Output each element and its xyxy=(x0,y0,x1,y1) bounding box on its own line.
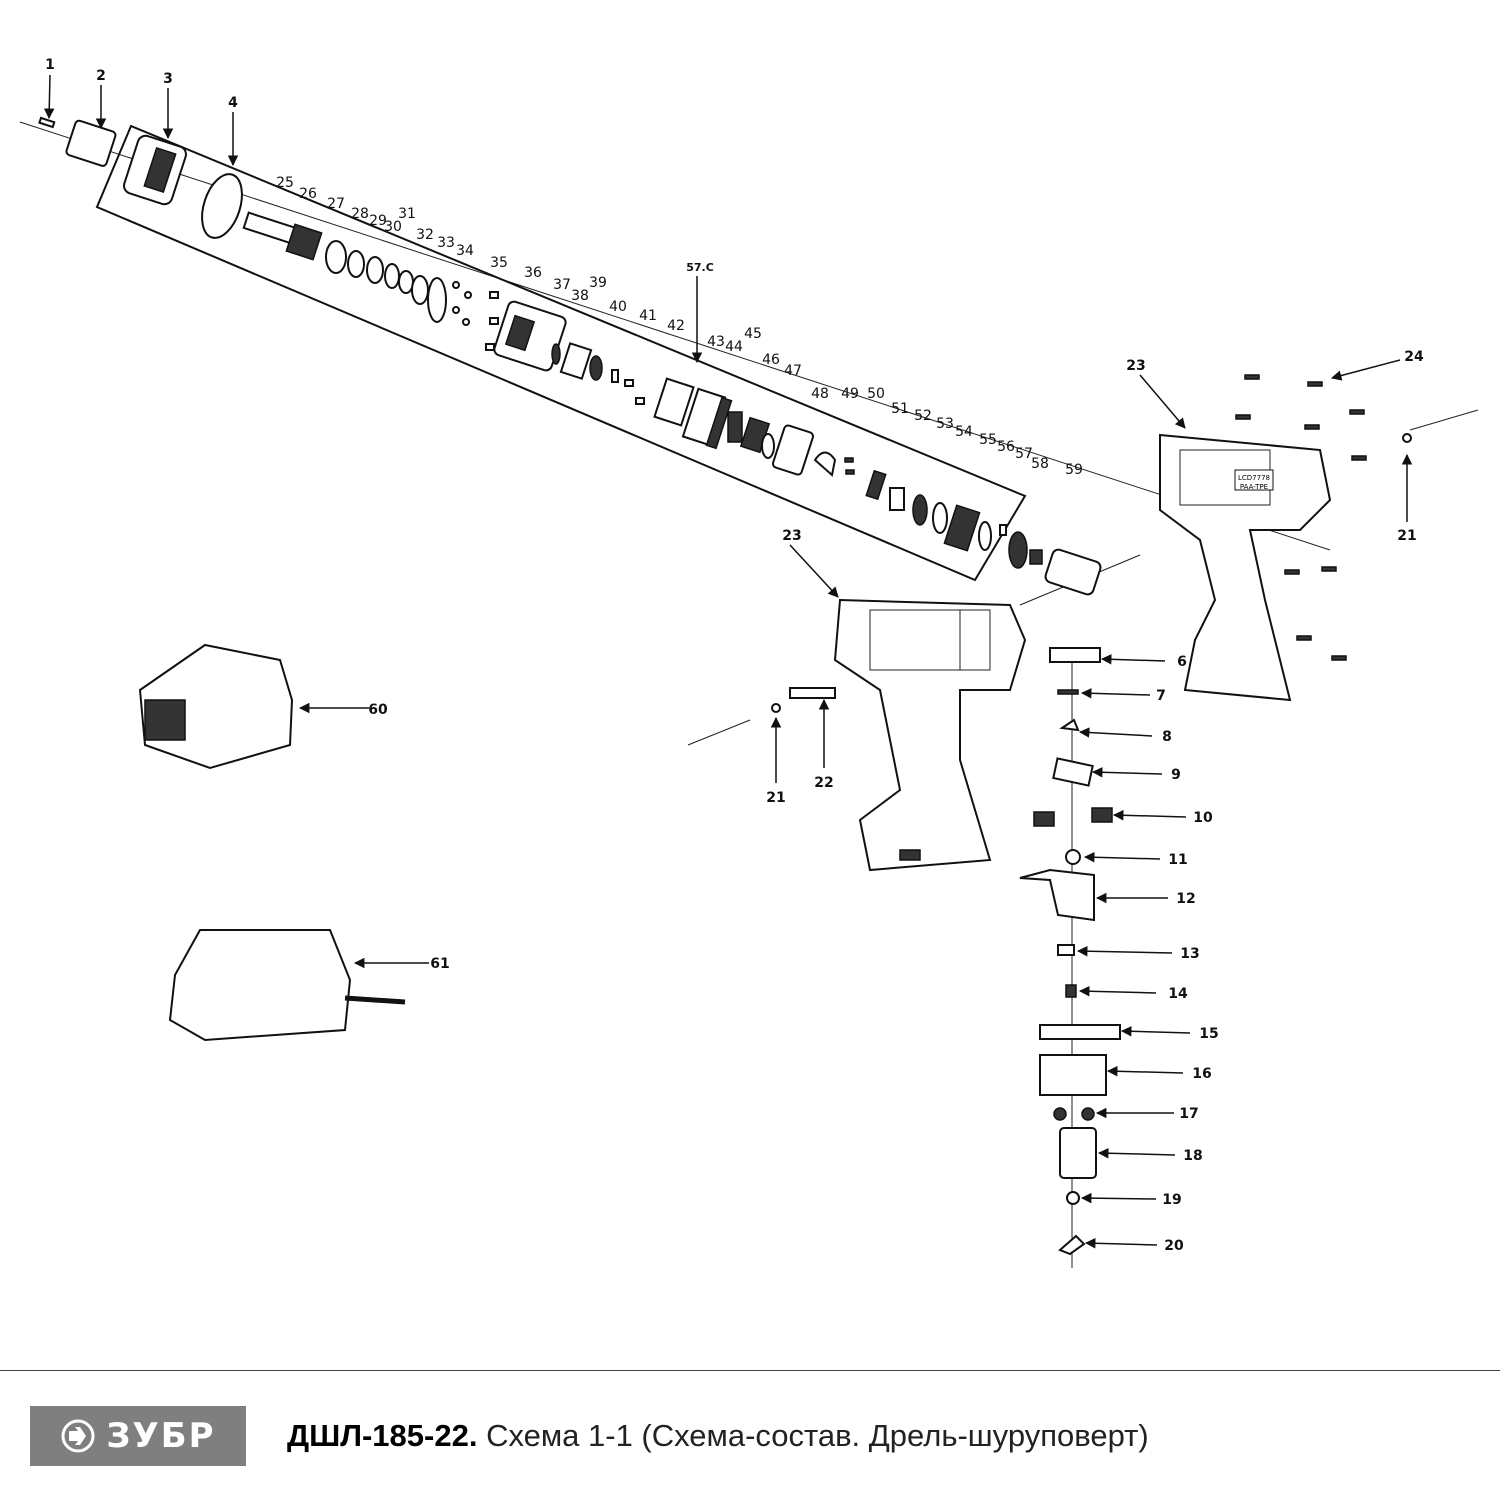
callout-60: 60 xyxy=(368,702,388,718)
callout-31: 31 xyxy=(398,206,416,222)
callout-4: 4 xyxy=(228,95,238,111)
callout-40: 40 xyxy=(609,299,627,315)
callout-1: 1 xyxy=(45,57,55,73)
exploded-parts-diagram: LCD7778 PAA-TPE xyxy=(19,57,1479,1268)
footer-caption: ДШЛ-185-22. Схема 1-1 (Схема-состав. Дре… xyxy=(287,1418,1149,1454)
callout-52: 52 xyxy=(914,408,932,424)
housing-label-top: LCD7778 xyxy=(1238,474,1270,482)
callout-numbers: 1 2 3 4 6 7 8 9 10 11 12 13 14 15 16 17 … xyxy=(45,57,1424,1254)
motor-parts xyxy=(999,524,1102,596)
screws xyxy=(771,374,1412,713)
callout-43: 43 xyxy=(707,334,725,350)
callout-39: 39 xyxy=(589,275,607,291)
callout-35: 35 xyxy=(490,255,508,271)
leader-lines xyxy=(43,74,1413,1249)
callout-49: 49 xyxy=(841,386,859,402)
callout-27: 27 xyxy=(327,196,345,212)
callout-38: 38 xyxy=(571,288,589,304)
callout-46: 46 xyxy=(762,352,780,368)
callout-21-right: 21 xyxy=(1397,528,1416,544)
callout-36: 36 xyxy=(524,265,542,281)
callout-19: 19 xyxy=(1162,1192,1181,1208)
spindle-parts xyxy=(242,211,472,326)
housing-right-half: LCD7778 PAA-TPE xyxy=(1159,433,1332,702)
footer-divider xyxy=(0,1370,1500,1371)
gearbox-frame xyxy=(95,124,1027,582)
callout-21-left: 21 xyxy=(766,790,785,806)
brand-logo: ЗУБР xyxy=(30,1406,246,1466)
brand-arrow-icon xyxy=(61,1419,95,1453)
callout-44: 44 xyxy=(725,339,743,355)
callout-15: 15 xyxy=(1199,1026,1218,1042)
callout-24: 24 xyxy=(1404,349,1424,365)
callout-10: 10 xyxy=(1193,810,1213,826)
callout-18: 18 xyxy=(1183,1148,1202,1164)
callout-57c: 57.C xyxy=(686,261,714,274)
brand-name: ЗУБР xyxy=(106,1416,216,1456)
callout-26: 26 xyxy=(299,186,317,202)
callout-16: 16 xyxy=(1192,1066,1211,1082)
callout-29: 29 xyxy=(369,213,387,229)
callout-57: 57 xyxy=(1015,446,1033,462)
callout-28: 28 xyxy=(351,206,369,222)
callout-33: 33 xyxy=(437,235,455,251)
callout-50: 50 xyxy=(867,386,885,402)
callout-30: 30 xyxy=(384,219,402,235)
callout-53: 53 xyxy=(936,416,954,432)
callout-47: 47 xyxy=(784,363,802,379)
callout-6: 6 xyxy=(1177,654,1187,670)
callout-51: 51 xyxy=(891,401,909,417)
callout-13: 13 xyxy=(1180,946,1199,962)
callout-48: 48 xyxy=(811,386,829,402)
charger xyxy=(168,929,406,1042)
callout-54: 54 xyxy=(955,424,973,440)
gear-parts xyxy=(611,369,992,552)
callout-12: 12 xyxy=(1176,891,1195,907)
callout-9: 9 xyxy=(1171,767,1181,783)
callout-58: 58 xyxy=(1031,456,1049,472)
callout-45: 45 xyxy=(744,326,762,342)
callout-17: 17 xyxy=(1179,1106,1198,1122)
callout-3: 3 xyxy=(163,71,173,87)
callout-34: 34 xyxy=(456,243,474,259)
callout-41: 41 xyxy=(639,308,657,324)
callout-37: 37 xyxy=(553,277,571,293)
chuck-parts xyxy=(38,116,243,239)
callout-42: 42 xyxy=(667,318,685,334)
callout-20: 20 xyxy=(1164,1238,1184,1254)
callout-23-left: 23 xyxy=(782,528,801,544)
callout-23-right: 23 xyxy=(1126,358,1145,374)
callout-32: 32 xyxy=(416,227,434,243)
callout-61: 61 xyxy=(430,956,449,972)
callout-59: 59 xyxy=(1065,462,1083,478)
callout-14: 14 xyxy=(1168,986,1188,1002)
callout-2: 2 xyxy=(96,68,106,84)
housing-left-half xyxy=(833,598,1027,872)
battery-pack xyxy=(138,643,294,770)
callout-25: 25 xyxy=(276,175,294,191)
scheme-description: Схема 1-1 (Схема-состав. Дрель-шуруповер… xyxy=(477,1418,1149,1453)
clutch-parts xyxy=(485,291,603,381)
callout-56: 56 xyxy=(997,439,1015,455)
switch-parts xyxy=(1019,647,1121,1256)
callout-11: 11 xyxy=(1168,852,1187,868)
callout-8: 8 xyxy=(1162,729,1172,745)
callout-55: 55 xyxy=(979,432,997,448)
model-name: ДШЛ-185-22. xyxy=(287,1418,478,1453)
callout-7: 7 xyxy=(1156,688,1166,704)
callout-22: 22 xyxy=(814,775,833,791)
housing-label-bottom: PAA-TPE xyxy=(1240,483,1268,491)
